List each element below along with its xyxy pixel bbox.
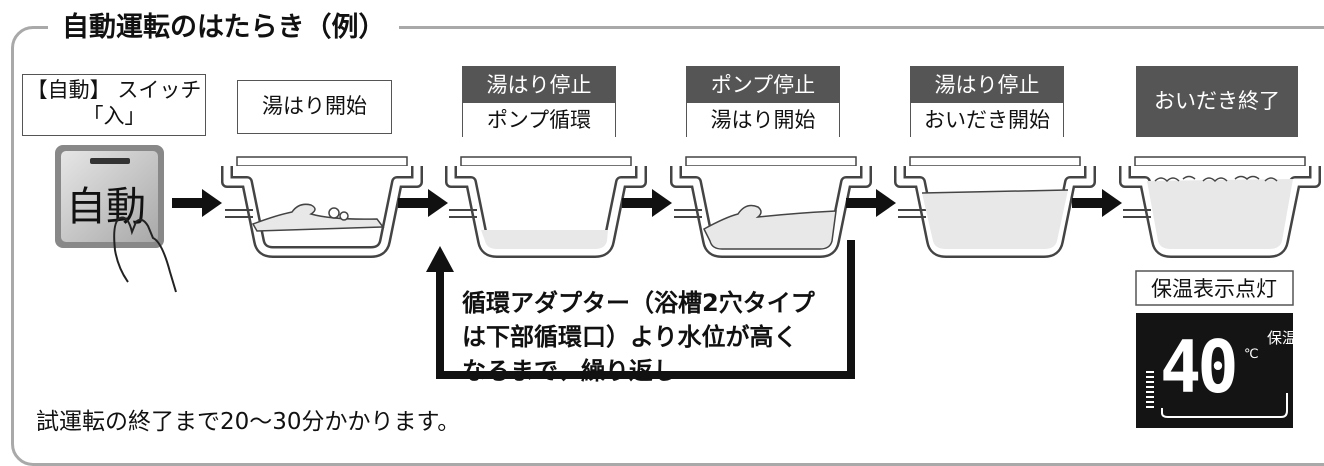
process-diagram: 自動 保温表示点灯 [55,145,1324,379]
tub-1 [225,157,417,252]
keep-warm-box [1135,270,1294,306]
switch-label: 自動 [66,184,146,230]
arrow-5 [1072,189,1122,217]
step-1-line1: 【自動】 スイッチ [26,78,202,102]
footer-note: 試運転の終了まで20〜30分かかります。 [36,409,461,435]
keep-warm-label: 保温表示点灯 [1151,277,1277,301]
step-3-label: 湯はり停止 ポンプ循環 [462,66,616,137]
diagram-title: 自動運転のはたらき（例） [48,8,400,48]
repeat-loop-arrow [436,240,855,379]
arrow-1 [172,189,222,217]
step-2-label: 湯はり開始 [237,80,392,134]
step-4-top: ポンプ停止 [687,67,839,103]
step-3-top: 湯はり停止 [463,67,615,103]
temperature-value: 40 [1160,325,1239,409]
arrow-3 [622,189,672,217]
step-5-bottom: おいだき開始 [911,103,1063,137]
seven-segment-readout [1146,371,1288,418]
tub-3 [674,157,866,252]
step-1-label: 【自動】 スイッチ 「入」 [22,74,206,136]
repeat-note-line1: 循環アダプター（浴槽2穴タイプ [462,289,815,317]
repeat-note: 循環アダプター（浴槽2穴タイプ は下部循環口）より水位が高く なるまで、繰り返し [462,286,815,388]
repeat-note-line3: なるまで、繰り返し [462,357,678,385]
step-1-line2: 「入」 [82,104,146,129]
arrow-4 [846,189,896,217]
pressing-hand [113,216,177,293]
step-6-label: おいだき終了 [1136,66,1298,137]
repeat-loop-arrowhead [426,246,454,272]
tub-4 [898,157,1090,252]
step-5-label: 湯はり停止 おいだき開始 [910,66,1064,137]
step-4-bottom: 湯はり開始 [687,103,839,137]
tub-2 [449,157,641,252]
step-3-bottom: ポンプ循環 [463,103,615,137]
temperature-display: 40 [1136,313,1293,428]
repeat-note-line2: は下部循環口）より水位が高く [462,323,798,351]
step-4-label: ポンプ停止 湯はり開始 [686,66,840,137]
keep-warm-indicator: 保温 [1267,329,1298,347]
tub-5 [1123,157,1315,252]
arrow-2 [398,189,448,217]
step-5-top: 湯はり停止 [911,67,1063,103]
temperature-unit: ℃ [1244,347,1259,362]
